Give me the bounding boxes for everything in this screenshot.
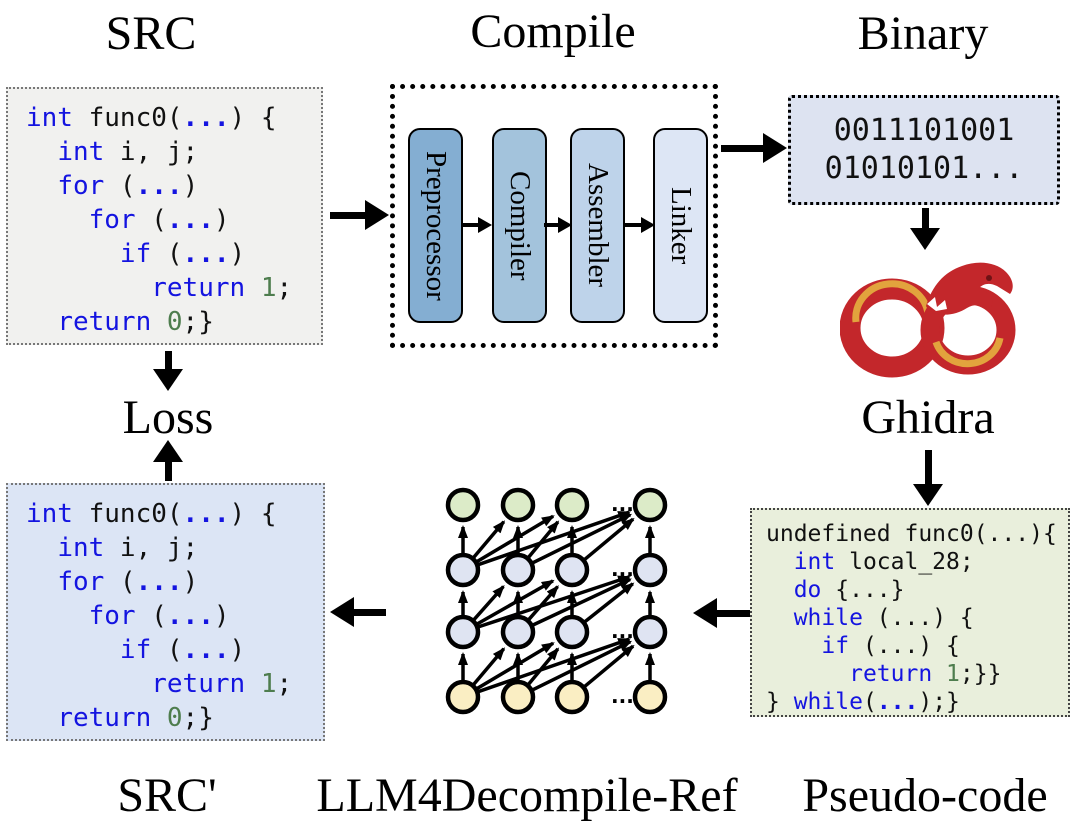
arrow-pseudo-to-llm [693, 598, 750, 628]
src-title: SRC [105, 7, 197, 60]
arrow-src-to-loss [153, 351, 183, 391]
stage-preprocessor: Preprocessor [408, 128, 463, 323]
binary-box: 0011101001 01010101... [788, 95, 1060, 205]
arrow-ghidra-to-pseudo [913, 450, 943, 506]
loss-title: Loss [122, 391, 214, 444]
arrow-compile-to-binary [721, 133, 787, 163]
ghidra-logo-icon [840, 262, 1016, 378]
arrow-src-to-compile [330, 200, 389, 230]
src-code-box: int func0(...) { int i, j; for (...) for… [6, 87, 323, 345]
stage-compiler: Compiler [492, 128, 547, 323]
arrow-assembler-to-linker [623, 217, 655, 233]
binary-line-1: 0011101001 [833, 113, 1015, 148]
arrow-compiler-to-assembler [544, 217, 572, 233]
svg-text:...: ... [611, 684, 634, 708]
arrow-binary-to-ghidra [910, 208, 940, 250]
pseudo-code-box: undefined func0(...){ int local_28; do {… [750, 508, 1070, 717]
binary-title: Binary [857, 7, 989, 60]
stage-assembler: Assembler [570, 128, 625, 323]
arrow-src-prime-to-loss [153, 440, 183, 481]
compile-pipeline-box: Preprocessor Compiler Assembler Linker [390, 84, 718, 348]
llm-network-diagram: ............ [445, 487, 668, 715]
model-label: LLM4Decompile-Ref [316, 769, 738, 822]
src-prime-label: SRC' [117, 769, 217, 822]
ghidra-title: Ghidra [861, 391, 995, 444]
arrow-preprocessor-to-compiler [461, 217, 492, 233]
svg-text:...: ... [611, 619, 634, 643]
arrow-llm-to-src-prime [330, 597, 386, 627]
src-prime-code-box: int func0(...) { int i, j; for (...) for… [6, 483, 325, 741]
stage-linker: Linker [653, 128, 708, 323]
svg-text:...: ... [611, 557, 634, 581]
binary-line-2: 01010101... [824, 151, 1024, 186]
compile-title: Compile [470, 5, 636, 58]
svg-text:...: ... [611, 492, 634, 516]
pseudo-code-label: Pseudo-code [802, 769, 1048, 822]
